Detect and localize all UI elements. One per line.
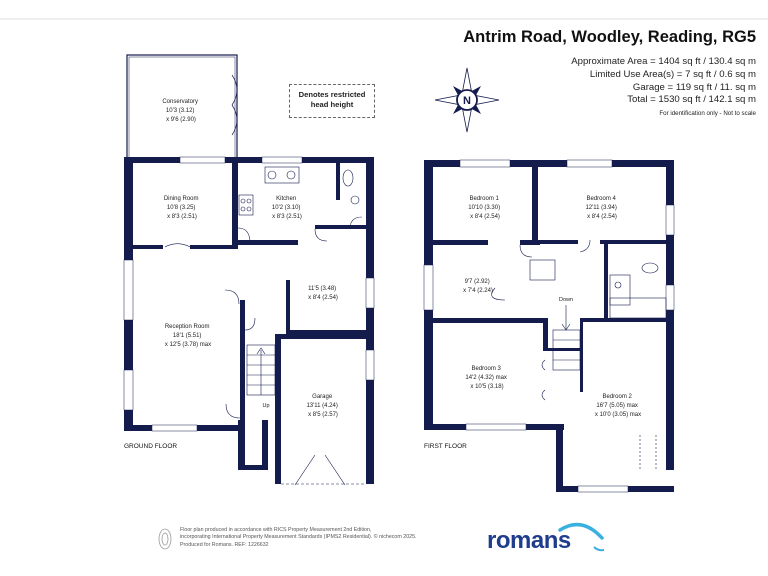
garage-label: Garage 13'11 (4.24) x 8'5 (2.57)	[306, 394, 339, 418]
scale-note: For identification only - Not to scale	[659, 110, 756, 118]
first-floor-windows	[423, 159, 675, 493]
ground-stairs	[246, 344, 276, 396]
ground-floor-title: GROUND FLOOR	[124, 443, 177, 450]
ipms-badge-icon	[158, 528, 172, 550]
first-stairs	[552, 305, 581, 371]
bedroom-3-label: Bedroom 3 14'2 (4.32) max x 10'5 (3.18)	[465, 366, 508, 390]
restricted-head-height-legend: Denotes restricted head height	[289, 84, 375, 118]
area-line: Total = 1530 sq ft / 142.1 sq m	[627, 94, 756, 106]
stairs-down-label: Down	[559, 297, 573, 303]
reception-room-label: Reception Room 18'1 (5.51) x 12'5 (3.78)…	[165, 324, 211, 348]
property-title: Antrim Road, Woodley, Reading, RG5	[463, 28, 756, 46]
first-floor-title: FIRST FLOOR	[424, 443, 467, 450]
footer-line: incorporating International Property Mea…	[180, 534, 417, 541]
first-floor: Bedroom 1 10'10 (3.30) x 8'4 (2.54) Bedr…	[423, 159, 675, 493]
bedroom-1-label: Bedroom 1 10'10 (3.30) x 8'4 (2.54)	[468, 196, 502, 220]
ground-floor-walls	[124, 157, 374, 484]
dining-room-label: Dining Room 10'8 (3.25) x 8'3 (2.51)	[164, 196, 200, 220]
conservatory-label: Conservatory 10'3 (3.12) x 9'6 (2.90)	[162, 99, 199, 123]
footer-line: Floor plan produced in accordance with R…	[180, 527, 372, 533]
area-line: Limited Use Area(s) = 7 sq ft / 0.6 sq m	[589, 68, 756, 80]
legend-line: Denotes restricted	[298, 90, 366, 99]
landing-dimensions-label: 9'7 (2.92) x 7'4 (2.24)	[463, 279, 493, 294]
stairs-up-label: Up	[262, 403, 269, 409]
ground-floor-doors	[164, 216, 366, 486]
bathroom-fixtures	[529, 259, 667, 319]
utility-dimensions-label: 11'5 (3.48) x 8'4 (2.54)	[308, 286, 338, 301]
ground-floor: Conservatory 10'3 (3.12) x 9'6 (2.90) Di…	[123, 54, 375, 486]
bedroom-4-label: Bedroom 4 12'11 (3.94) x 8'4 (2.54)	[585, 196, 618, 220]
compass-rose: N	[434, 67, 500, 133]
romans-logo: romans	[487, 527, 571, 554]
ground-floor-windows	[123, 156, 375, 432]
kitchen-label: Kitchen 10'2 (3.10) x 8'3 (2.51)	[272, 196, 302, 220]
compass-north-letter: N	[463, 95, 471, 107]
area-line: Garage = 119 sq ft / 11. sq m	[632, 81, 756, 93]
brand-swoosh-icon	[558, 522, 605, 552]
footer-line: Produced for Romans. REF: 1226632	[180, 541, 269, 548]
footer-notes: Floor plan produced in accordance with R…	[180, 527, 480, 549]
kitchen-fixtures	[238, 166, 360, 216]
area-line: Approximate Area = 1404 sq ft / 130.4 sq…	[571, 56, 756, 67]
bedroom-2-label: Bedroom 2 16'7 (5.05) max x 10'0 (3.05) …	[595, 394, 641, 418]
area-summary: Approximate Area = 1404 sq ft / 130.4 sq…	[571, 56, 756, 118]
first-floor-labels: Bedroom 1 10'10 (3.30) x 8'4 (2.54) Bedr…	[424, 196, 641, 450]
ground-floor-labels: Conservatory 10'3 (3.12) x 9'6 (2.90) Di…	[124, 99, 339, 450]
first-floor-doors	[491, 239, 657, 470]
legend-line: head height	[310, 99, 354, 109]
